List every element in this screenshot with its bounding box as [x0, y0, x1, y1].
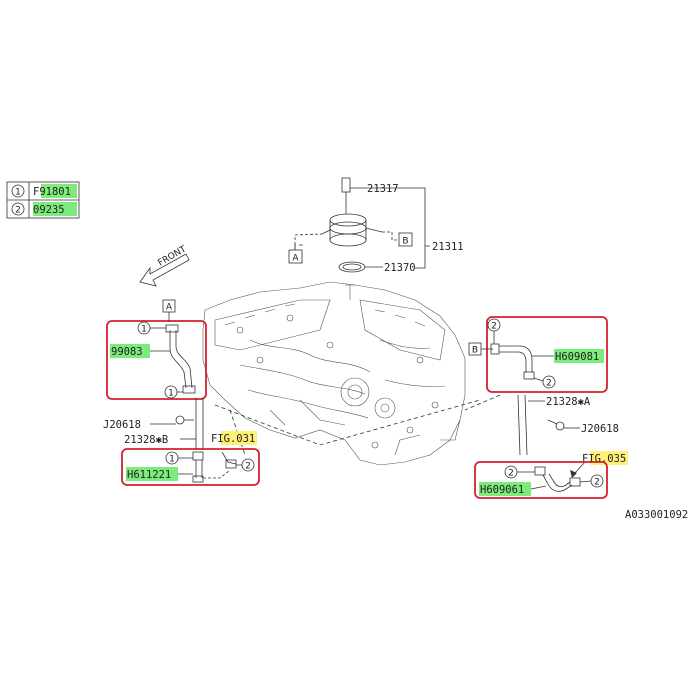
label-21370: 21370 [384, 262, 416, 274]
legend-code-2: 09235 [33, 204, 65, 216]
front-label: FRONT [157, 244, 189, 268]
diagram-id: A033001092 [625, 509, 688, 521]
label-21317: 21317 [367, 183, 399, 195]
circle-2-sm: 2 [245, 462, 251, 472]
label-99083: 99083 [111, 346, 143, 358]
legend-num-1: 1 [15, 188, 21, 198]
left-pipe-group: J20618 21328✱B FIG.031 [103, 398, 257, 450]
callout-H609081: B 2 2 H609081 [468, 316, 608, 393]
label-H611221: H611221 [127, 469, 171, 481]
label-J20618-right: J20618 [581, 423, 619, 435]
legend-table: 1 2 F91801 09235 [6, 181, 80, 219]
circle-1-a: 1 [141, 325, 147, 335]
circle-2-a: 2 [491, 322, 497, 332]
dashed-guides [214, 244, 501, 456]
circle-1-b: 1 [168, 389, 174, 399]
circle-2-e: 2 [594, 478, 600, 488]
ref-box-A-top: A [292, 254, 299, 264]
legend-num-2: 2 [15, 206, 21, 216]
label-21311: 21311 [432, 241, 464, 253]
ref-box-A-left: A [166, 303, 173, 313]
legend-code-1: F91801 [33, 186, 71, 198]
callout-99083: A 1 1 99083 [106, 299, 207, 400]
circle-1-c: 1 [169, 455, 175, 465]
callout-H611221: 1 2 H611221 [121, 448, 260, 486]
engine-block-drawing [202, 281, 466, 466]
label-21328A: 21328✱A [546, 396, 591, 408]
right-pipe-group: 21328✱A J20618 FIG.035 [517, 394, 628, 478]
ref-box-B-right: B [472, 346, 478, 356]
circle-2-c: 2 [508, 469, 514, 479]
label-21328B: 21328✱B [124, 434, 168, 446]
circle-2-b: 2 [546, 379, 552, 389]
callout-H609061: 2 2 H609061 [474, 461, 608, 499]
label-H609081: H609081 [555, 351, 599, 363]
label-J20618-left: J20618 [103, 419, 141, 431]
label-H609061: H609061 [480, 484, 524, 496]
ref-box-B-top: B [402, 237, 408, 247]
oil-cooler-assembly: 21317 21370 21311 B A [288, 177, 464, 274]
front-arrow: FRONT [139, 244, 190, 287]
label-FIG031: FIG.031 [211, 433, 255, 445]
